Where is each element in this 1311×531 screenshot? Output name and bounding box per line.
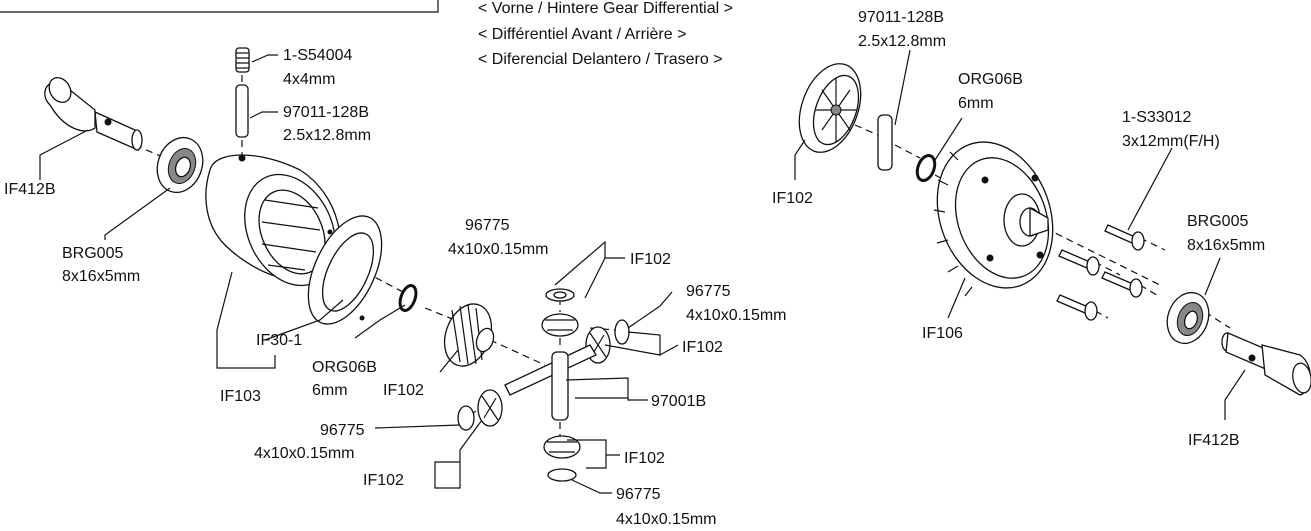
label-o-ring-left-size: 6mm xyxy=(312,382,348,399)
label-gear-top: IF102 xyxy=(630,251,671,268)
screws xyxy=(1056,224,1145,321)
label-gear-right: IF102 xyxy=(682,339,723,356)
cross-pins xyxy=(504,344,597,421)
outdrive-cup-right xyxy=(1221,332,1311,396)
label-pin-right-part-no: 97011-128B xyxy=(858,9,944,26)
label-cross-pin: 97001B xyxy=(651,393,706,410)
label-bearing-left-size: 8x16x5mm xyxy=(62,268,140,285)
label-shim-bottom-part-no: 96775 xyxy=(616,486,661,503)
label-gear-left: IF102 xyxy=(363,472,404,489)
label-pin-left-size: 2.5x12.8mm xyxy=(283,127,371,144)
label-screw-part-no: 1-S54004 xyxy=(283,47,352,64)
shim-left xyxy=(457,405,475,431)
sun-gear-left xyxy=(443,303,495,367)
label-outdrive-right: IF412B xyxy=(1188,432,1240,449)
label-shim-right-part-no: 96775 xyxy=(686,283,731,300)
label-ring-gear: IF106 xyxy=(922,325,963,342)
label-screw-part-no-right: 1-S33012 xyxy=(1122,109,1191,126)
label-o-ring-left-part-no: ORG06B xyxy=(312,359,377,376)
set-screw xyxy=(235,47,250,73)
bearing-left xyxy=(156,136,204,194)
shim-bottom xyxy=(547,468,577,482)
label-shim-bottom-size: 4x10x0.15mm xyxy=(616,511,717,528)
screw-4 xyxy=(1056,294,1098,321)
bearing-right xyxy=(1166,291,1210,345)
title-line-3: < Diferencial Delantero / Trasero > xyxy=(478,51,723,68)
planet-gear-top xyxy=(541,313,579,337)
label-shim-top-size: 4x10x0.15mm xyxy=(448,241,549,258)
shim-right xyxy=(614,319,630,345)
planet-gear-left xyxy=(477,389,503,427)
leader-lines-right xyxy=(794,49,1246,420)
label-o-ring-right-size: 6mm xyxy=(958,95,994,112)
outdrive-cup-left xyxy=(44,77,143,152)
pin-left xyxy=(235,84,249,138)
label-shim-left-size: 4x10x0.15mm xyxy=(254,445,355,462)
label-case-cover: IF30-1 xyxy=(256,332,302,349)
header-box-edge xyxy=(0,0,439,13)
label-sun-gear-left: IF102 xyxy=(383,382,424,399)
screw-1 xyxy=(1104,224,1145,251)
label-pin-right-size: 2.5x12.8mm xyxy=(858,33,946,50)
o-ring-left xyxy=(398,284,418,312)
label-o-ring-right-part-no: ORG06B xyxy=(958,71,1023,88)
label-bearing-left-part-no: BRG005 xyxy=(62,245,123,262)
ring-gear xyxy=(933,141,1054,297)
o-ring-right xyxy=(915,153,937,183)
shim-top-hole xyxy=(553,291,567,299)
label-shim-right-size: 4x10x0.15mm xyxy=(686,307,787,324)
case-cover xyxy=(307,215,383,325)
label-case-half-right: IF102 xyxy=(772,190,813,207)
right-assembly: 97011-128B 2.5x12.8mm ORG06B 6mm IF102 1… xyxy=(772,9,1311,449)
title-line-1: < Vorne / Hintere Gear Differential > xyxy=(478,0,733,17)
left-assembly: 1-S54004 4x4mm 97011-128B 2.5x12.8mm IF4… xyxy=(4,47,787,528)
label-screw-size: 4x4mm xyxy=(283,71,335,88)
label-shim-left-part-no: 96775 xyxy=(320,422,365,439)
label-pin-left-part-no: 97011-128B xyxy=(283,104,369,121)
label-bearing-right-part-no: BRG005 xyxy=(1187,213,1248,230)
label-gear-bottom: IF102 xyxy=(624,450,665,467)
title-block: < Vorne / Hintere Gear Differential > < … xyxy=(478,0,733,68)
label-outdrive-left: IF412B xyxy=(4,181,56,198)
screw-3 xyxy=(1101,271,1143,298)
label-screw-size-right: 3x12mm(F/H) xyxy=(1122,133,1220,150)
screw-2 xyxy=(1058,249,1100,276)
label-bearing-right-size: 8x16x5mm xyxy=(1187,237,1265,254)
label-diff-case: IF103 xyxy=(220,388,261,405)
planet-gear-bottom xyxy=(543,435,581,459)
pin-right xyxy=(877,114,893,171)
case-half-right xyxy=(798,63,862,153)
label-shim-top-part-no: 96775 xyxy=(465,217,510,234)
title-line-2: < Différentiel Avant / Arrière > xyxy=(478,26,686,43)
diff-case xyxy=(205,154,341,287)
leader-lines-left xyxy=(39,54,679,494)
